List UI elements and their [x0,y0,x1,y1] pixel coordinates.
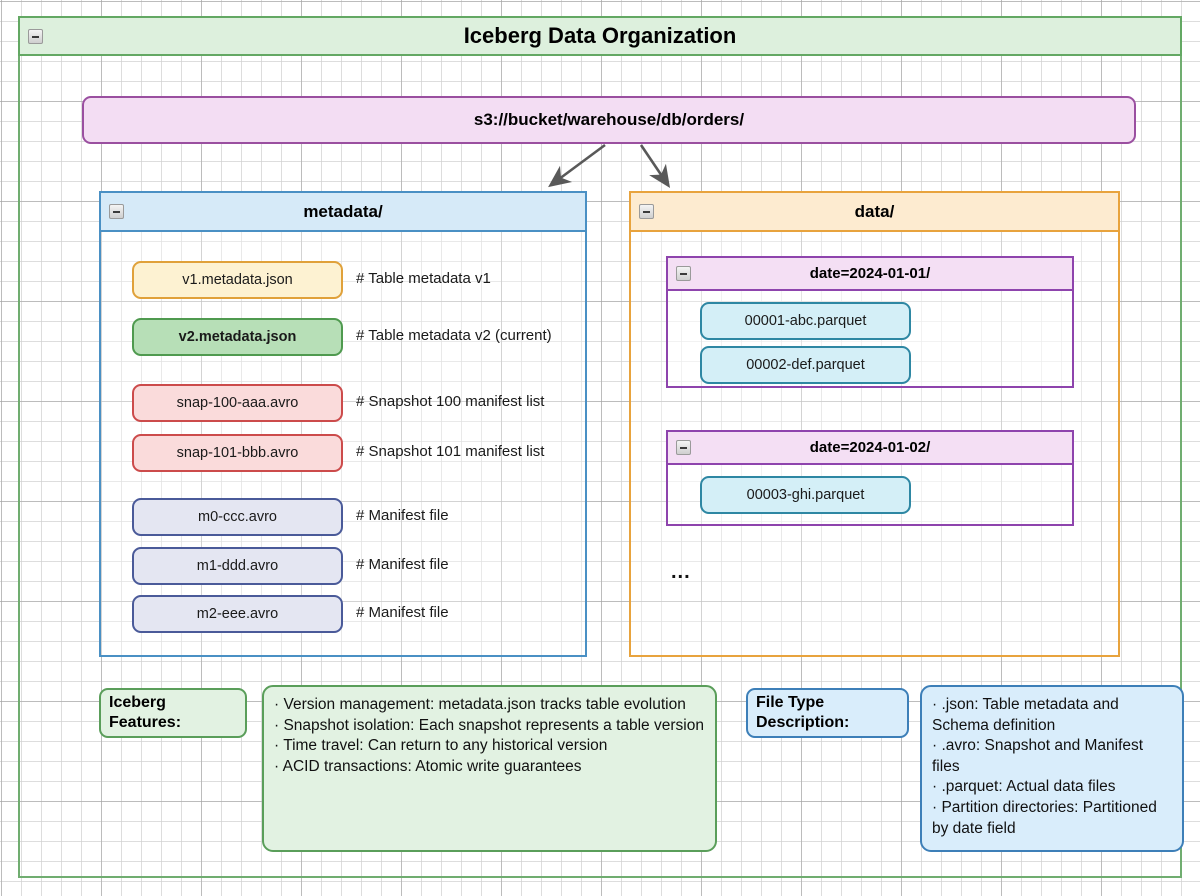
comment-m2: # Manifest file [356,604,449,621]
file-chip-label: 00002-def.parquet [746,357,865,373]
data-panel-ellipsis: ... [671,561,691,583]
partition-title: date=2024-01-01/ [809,265,931,282]
data-panel-header: data/ [631,193,1118,232]
file-chip-label: m2-eee.avro [196,606,279,622]
page-title: Iceberg Data Organization [463,23,737,48]
comment-snap-101: # Snapshot 101 manifest list [356,443,545,460]
collapse-minus-icon-title[interactable] [28,29,43,44]
file-chip-00001-abc[interactable]: 00001-abc.parquet [700,302,911,340]
metadata-panel: metadata/ v1.metadata.json v2.metadata.j… [99,191,587,657]
file-chip-label: m1-ddd.avro [196,558,279,574]
legend-title-iceberg-features: Iceberg Features: [99,688,247,738]
legend-body-iceberg-features: · Version management: metadata.json trac… [262,685,717,852]
comment-snap-100: # Snapshot 100 manifest list [356,393,545,410]
metadata-panel-title: metadata/ [303,201,383,221]
collapse-minus-icon-partition-1[interactable] [676,266,691,281]
file-chip-label: 00001-abc.parquet [744,313,867,329]
collapse-minus-icon-data[interactable] [639,204,654,219]
file-chip-label: m0-ccc.avro [198,509,277,525]
file-chip-v2-metadata[interactable]: v2.metadata.json [132,318,343,356]
collapse-minus-icon-partition-2[interactable] [676,440,691,455]
partition-header: date=2024-01-02/ [668,432,1072,465]
file-chip-m0[interactable]: m0-ccc.avro [132,498,343,536]
file-chip-label: snap-100-aaa.avro [176,395,299,411]
legend-title-file-type-description: File Type Description: [746,688,909,738]
comment-m1: # Manifest file [356,556,449,573]
root-path-label: s3://bucket/warehouse/db/orders/ [473,110,745,129]
partition-2024-01-01: date=2024-01-01/ 00001-abc.parquet 00002… [666,256,1074,388]
file-chip-00003-ghi[interactable]: 00003-ghi.parquet [700,476,911,514]
file-chip-label: 00003-ghi.parquet [746,487,865,503]
file-chip-snap-100[interactable]: snap-100-aaa.avro [132,384,343,422]
partition-title: date=2024-01-02/ [809,439,931,456]
partition-header: date=2024-01-01/ [668,258,1072,291]
comment-v1-metadata: # Table metadata v1 [356,270,491,287]
file-chip-label: v1.metadata.json [182,272,293,288]
file-chip-m2[interactable]: m2-eee.avro [132,595,343,633]
file-chip-m1[interactable]: m1-ddd.avro [132,547,343,585]
diagram-title-bar: Iceberg Data Organization [18,16,1182,56]
legend-body-file-type-description: · .json: Table metadata and Schema defin… [920,685,1184,852]
file-chip-v1-metadata[interactable]: v1.metadata.json [132,261,343,299]
partition-2024-01-02: date=2024-01-02/ 00003-ghi.parquet [666,430,1074,526]
metadata-panel-header: metadata/ [101,193,585,232]
comment-v2-metadata: # Table metadata v2 (current) [356,327,552,344]
root-path-box: s3://bucket/warehouse/db/orders/ [82,96,1136,144]
file-chip-00002-def[interactable]: 00002-def.parquet [700,346,911,384]
collapse-minus-icon-metadata[interactable] [109,204,124,219]
legend-title-label: Iceberg Features: [109,694,182,731]
file-chip-snap-101[interactable]: snap-101-bbb.avro [132,434,343,472]
file-chip-label: v2.metadata.json [178,329,297,345]
data-panel-title: data/ [854,201,895,221]
data-panel: data/ date=2024-01-01/ 00001-abc.parquet… [629,191,1120,657]
legend-title-label: File Type Description: [756,694,850,731]
comment-m0: # Manifest file [356,507,449,524]
file-chip-label: snap-101-bbb.avro [176,445,299,461]
